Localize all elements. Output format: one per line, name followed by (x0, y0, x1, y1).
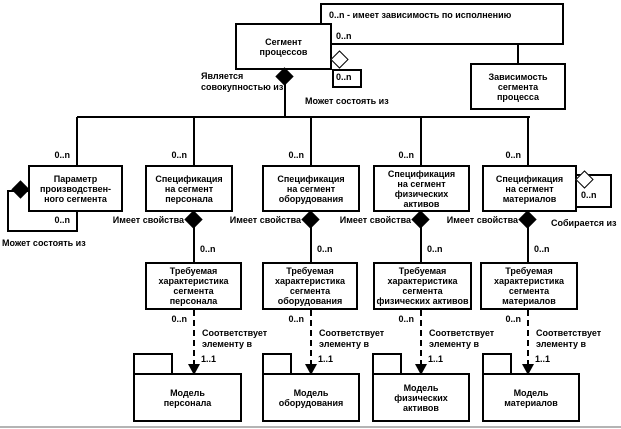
multiplicity-personnel-top: 0..n (171, 150, 187, 160)
multiplicity-material-model: 1..1 (535, 354, 551, 364)
package-tab (482, 353, 512, 373)
multiplicity-physical-top: 0..n (398, 150, 414, 160)
dependency-arrow-icon (188, 364, 200, 375)
multiplicity-parameter-loop: 0..n (54, 215, 70, 225)
connector-drop-physical (420, 117, 422, 165)
dashed-personnel-model (193, 310, 195, 366)
package-body: Модель физических активов (372, 373, 470, 422)
dependency-arrow-icon (415, 364, 427, 375)
multiplicity-physical-char: 0..n (427, 244, 443, 254)
connector-drop-equipment (310, 117, 312, 165)
package-personnel-model: Модель персонала (133, 353, 242, 422)
node-required-equipment-characteristic: Требуемая характеристика сегмента оборуд… (262, 262, 358, 310)
bottom-rule (0, 426, 621, 428)
multiplicity-parameter-top: 0..n (54, 150, 70, 160)
composition-diamond-icon (411, 210, 430, 229)
package-tab (262, 353, 292, 373)
connector-drop-material (527, 117, 529, 165)
node-process-segment-dependency: Зависимость сегмента процесса (470, 63, 566, 110)
multiplicity-personnel-low: 0..n (171, 314, 187, 324)
multiplicity-physical-model: 1..1 (428, 354, 444, 364)
node-required-material-characteristic: Требуемая характеристика сегмента матери… (480, 262, 578, 310)
node-production-segment-parameter: Параметр производствен- ного сегмента (28, 165, 123, 212)
label-is-aggregate-of: Является совокупностью из (201, 71, 284, 92)
package-body: Модель оборудования (262, 373, 360, 422)
package-tab (372, 353, 402, 373)
dependency-arrow-icon (522, 364, 534, 375)
dashed-physical-model (420, 310, 422, 366)
node-material-segment-specification: Спецификация на сегмент материалов (482, 165, 577, 212)
dependency-arrow-icon (305, 364, 317, 375)
package-body: Модель персонала (133, 373, 242, 422)
composition-diamond-icon (184, 210, 203, 229)
connector-physical-characteristic (420, 212, 422, 262)
multiplicity-material-loop: 0..n (581, 190, 597, 200)
label-assembled-from: Собирается из (551, 218, 617, 228)
label-has-properties-equipment: Имеет свойства (229, 215, 301, 225)
node-required-physical-assets-characteristic: Требуемая характеристика сегмента физиче… (373, 262, 472, 310)
label-has-properties-physical: Имеет свойства (339, 215, 411, 225)
node-personnel-segment-specification: Спецификация на сегмент персонала (145, 165, 233, 212)
label-has-properties-material: Имеет свойства (446, 215, 518, 225)
multiplicity-personnel-model: 1..1 (201, 354, 217, 364)
self-loop-process-segment (332, 69, 362, 88)
label-corresponds-physical: Соответствует элементу в (429, 328, 495, 349)
composition-diamond-icon (518, 210, 537, 229)
package-tab (133, 353, 173, 373)
label-corresponds-material: Соответствует элементу в (536, 328, 602, 349)
multiplicity-equipment-top: 0..n (288, 150, 304, 160)
node-physical-assets-segment-specification: Спецификация на сегмент физических актив… (373, 165, 470, 212)
label-has-properties-personnel: Имеет свойства (112, 215, 184, 225)
multiplicity-personnel-char: 0..n (200, 244, 216, 254)
multiplicity-equipment-low: 0..n (288, 314, 304, 324)
aggregation-diamond-icon (330, 50, 349, 69)
package-material-model: Модель материалов (482, 353, 580, 422)
connector-bus (77, 116, 530, 118)
multiplicity-segment-loop: 0..n (336, 72, 352, 82)
connector-equipment-characteristic (310, 212, 312, 262)
multiplicity-physical-low: 0..n (398, 314, 414, 324)
label-corresponds-equipment: Соответствует элементу в (319, 328, 385, 349)
multiplicity-equipment-char: 0..n (317, 244, 333, 254)
label-corresponds-personnel: Соответствует элементу в (202, 328, 268, 349)
dashed-equipment-model (310, 310, 312, 366)
node-required-personnel-characteristic: Требуемая характеристика сегмента персон… (145, 262, 242, 310)
dashed-material-model (527, 310, 529, 366)
multiplicity-dependency: 0..n (336, 31, 352, 41)
composition-diamond-icon (301, 210, 320, 229)
connector-material-characteristic (527, 212, 529, 262)
label-may-consist-of-parameter: Может состоять из (2, 238, 86, 248)
multiplicity-equipment-model: 1..1 (318, 354, 334, 364)
node-equipment-segment-specification: Спецификация на сегмент оборудования (262, 165, 360, 212)
multiplicity-material-top: 0..n (505, 150, 521, 160)
node-process-segment: Сегмент процессов (235, 23, 332, 70)
package-body: Модель материалов (482, 373, 580, 422)
connector-trunk (284, 84, 286, 118)
multiplicity-material-low: 0..n (505, 314, 521, 324)
label-may-consist-of: Может состоять из (305, 96, 389, 106)
multiplicity-material-char: 0..n (534, 244, 550, 254)
connector-drop-personnel (193, 117, 195, 165)
connector-dependency (517, 44, 519, 63)
note-execution-dependency: 0..n - имеет зависимость по исполнению (320, 3, 564, 45)
connector-personnel-characteristic (193, 212, 195, 262)
package-physical-assets-model: Модель физических активов (372, 353, 470, 422)
connector-drop-parameter (76, 117, 78, 165)
